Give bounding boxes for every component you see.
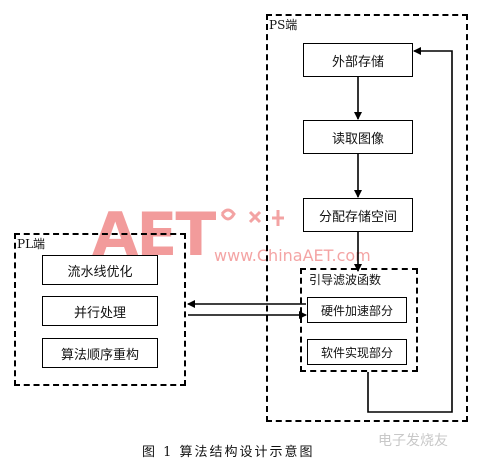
- pipeline-opt-box: 流水线优化: [42, 255, 158, 285]
- pl-region-label: PL端: [16, 235, 47, 252]
- hardware-accel-box: 硬件加速部分: [307, 297, 407, 323]
- algo-reorder-box: 算法顺序重构: [42, 338, 158, 368]
- software-impl-box: 软件实现部分: [307, 339, 407, 365]
- allocate-storage-box: 分配存储空间: [303, 198, 413, 232]
- parallel-proc-box: 并行处理: [42, 296, 158, 326]
- arrow-loop-to-storage: [367, 47, 453, 413]
- ps-region-label: PS端: [268, 16, 299, 33]
- chinaaet-watermark-url: www.ChinaAET.com: [214, 246, 371, 265]
- read-image-box: 读取图像: [303, 120, 413, 154]
- elecfans-watermark: 电子发烧友: [378, 433, 448, 449]
- pl-region: [14, 233, 186, 386]
- ps-region: [266, 14, 468, 422]
- figure-caption: 图 1 算法结构设计示意图: [142, 445, 315, 460]
- external-storage-box: 外部存储: [303, 43, 413, 77]
- guided-filter-region-label: 引导滤波函数: [308, 271, 383, 288]
